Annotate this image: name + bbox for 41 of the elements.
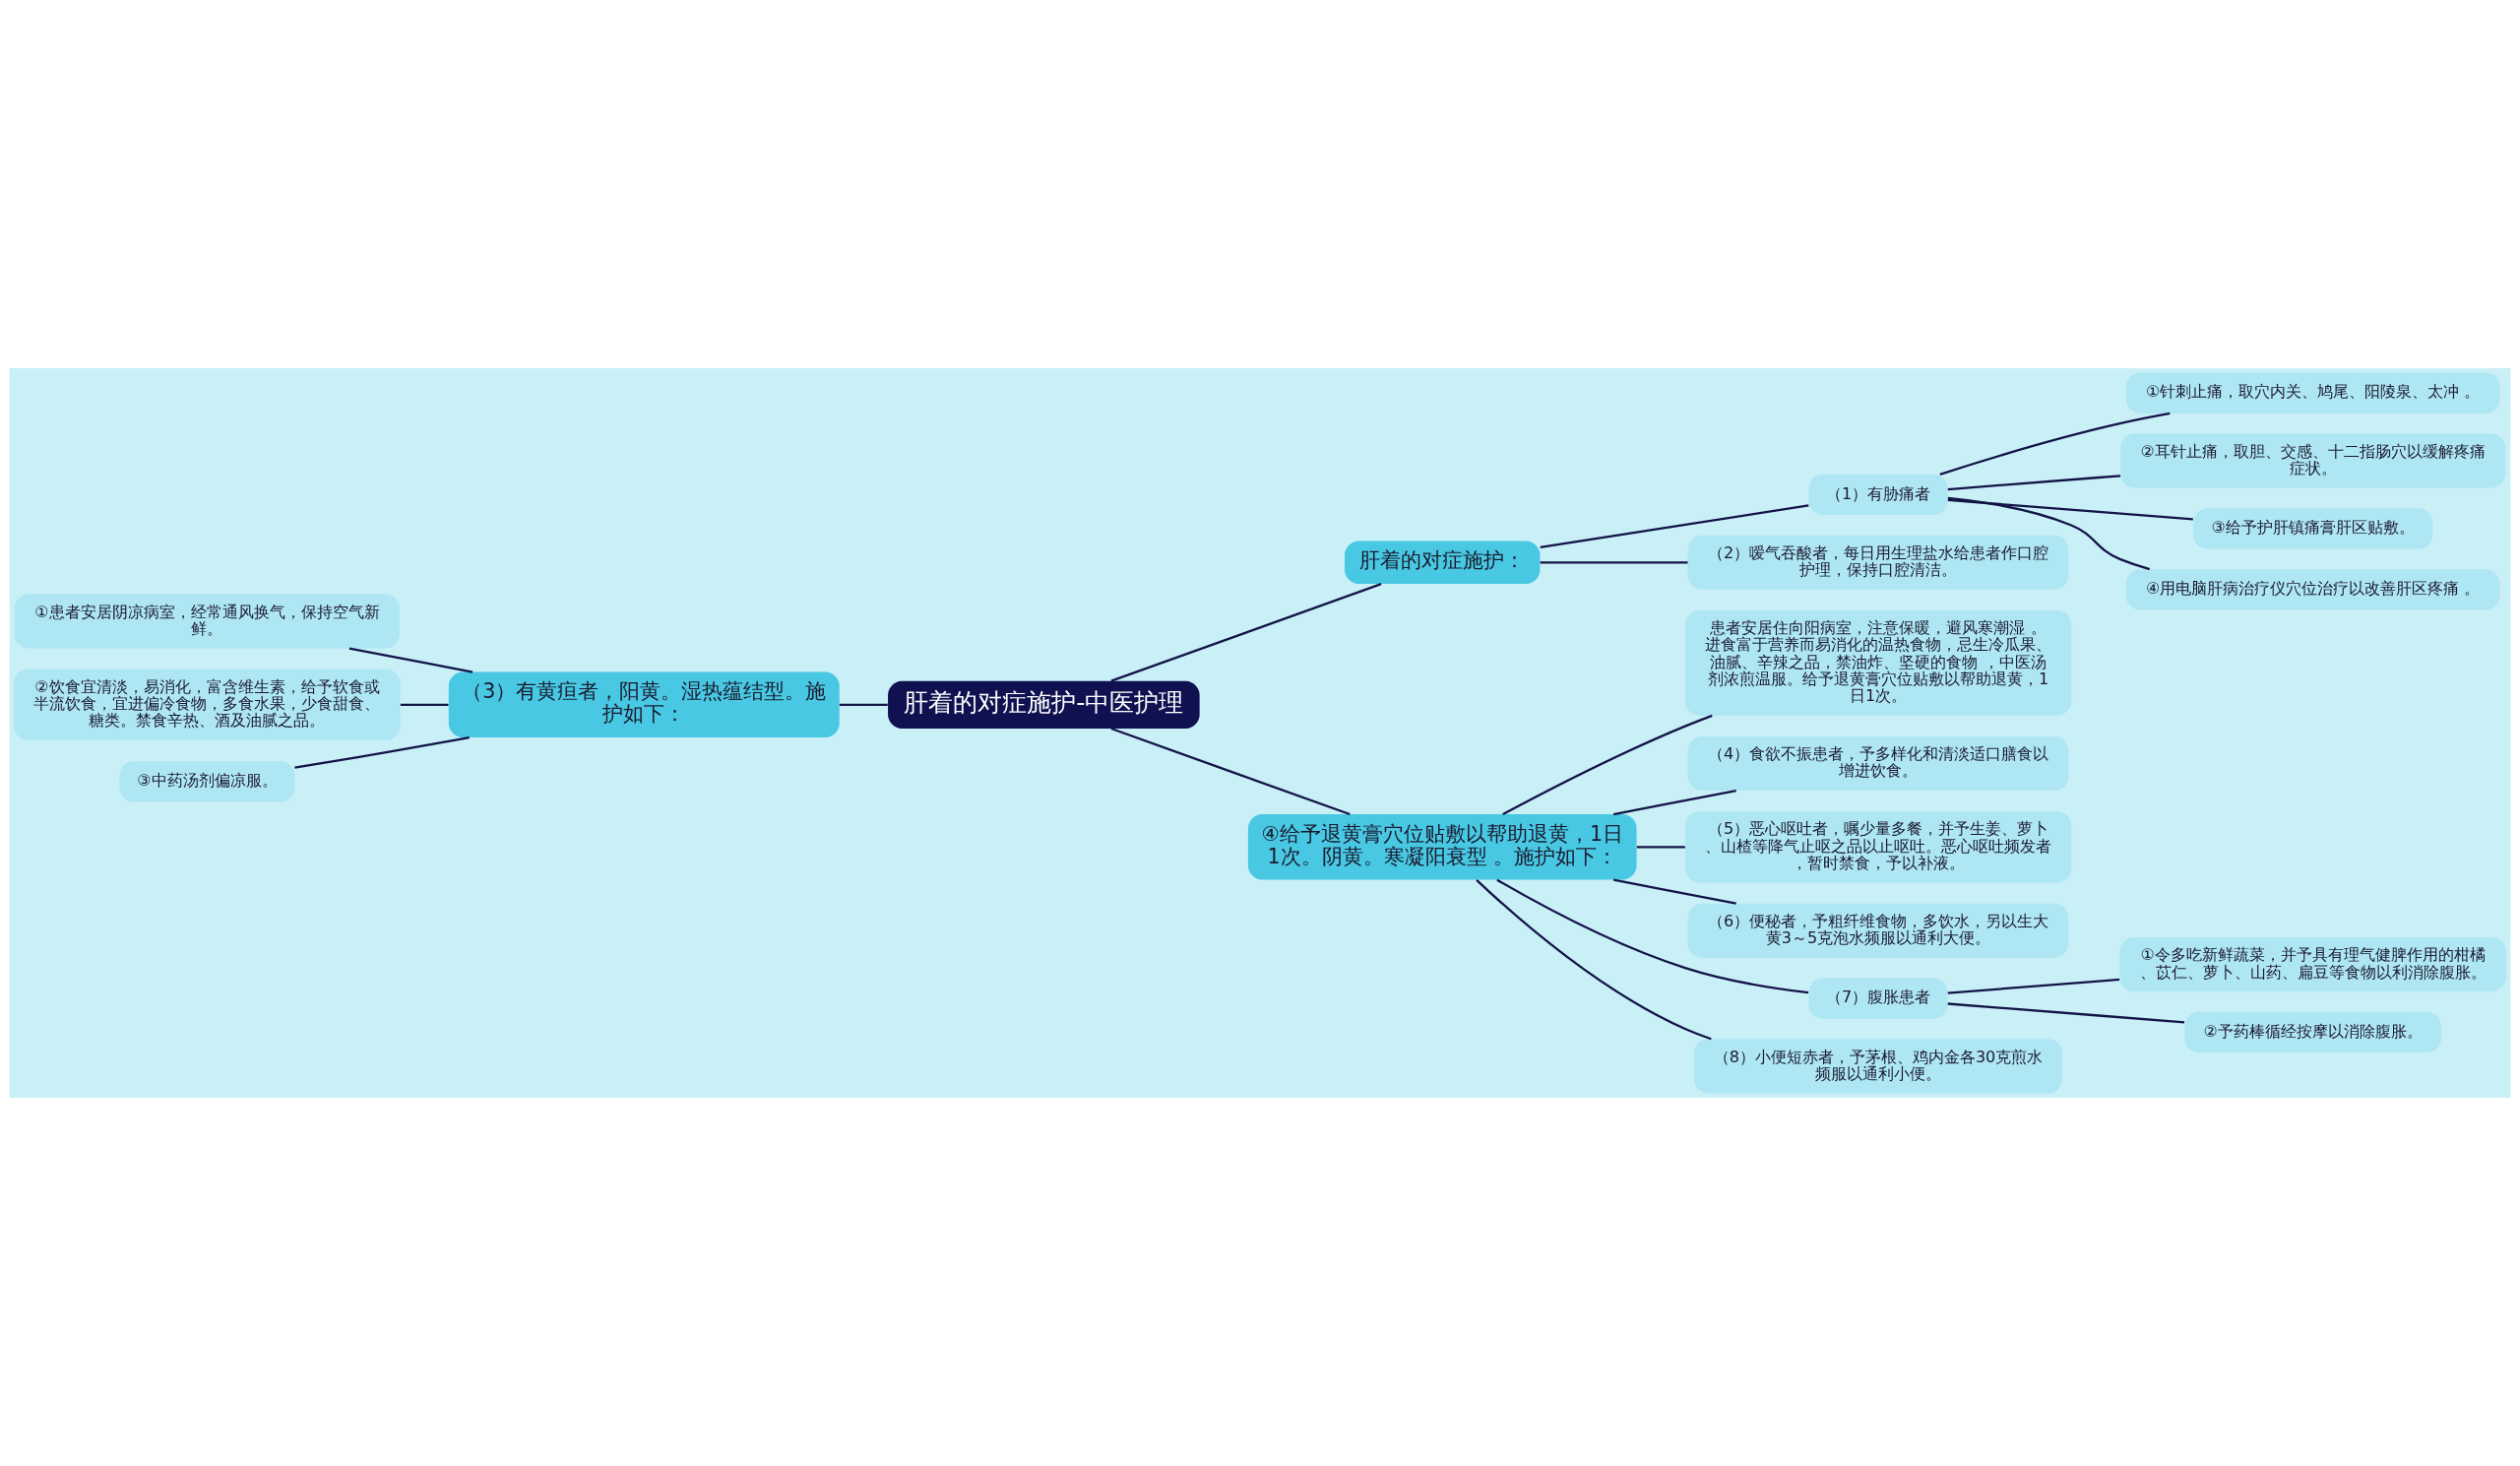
connector — [1939, 412, 2171, 476]
connector — [1110, 583, 1382, 682]
node-box: ①患者安居阴凉病室，经常通风换气，保持空气新鲜。 — [14, 594, 400, 649]
connector — [1947, 978, 2120, 994]
node-box: （2）嗳气吞酸者，每日用生理盐水给患者作口腔护理，保持口腔清洁。 — [1687, 535, 2069, 590]
connector — [1947, 1002, 2185, 1024]
node-box: ④给予退黄膏穴位贴敷以帮助退黄，1日1次。阴黄。寒凝阳衰型 。施护如下： — [1247, 814, 1637, 880]
node-box: （1）有胁痛者 — [1808, 474, 1948, 516]
node-box: ②予药棒循经按摩以消除腹胀。 — [2184, 1011, 2441, 1053]
connector — [1540, 504, 1809, 549]
node-box: ③给予护肝镇痛膏肝区贴敷。 — [2193, 508, 2433, 549]
connector — [1476, 878, 1712, 1041]
node-box: ①针刺止痛，取穴内关、鸠尾、阳陵泉、太冲 。 — [2125, 372, 2500, 414]
node-box: ③中药汤剂偏凉服。 — [119, 761, 295, 802]
node-box: ②耳针止痛，取胆、交感、十二指肠穴以缓解疼痛症状。 — [2120, 433, 2506, 488]
node-box: （3）有黄疸者，阳黄。湿热蕴结型。施护如下： — [448, 671, 840, 738]
node-box: （7）腹胀患者 — [1808, 978, 1948, 1019]
node-box: 患者安居住向阳病室，注意保暖，避风寒潮湿 。进食富于营养而易消化的温热食物，忌生冷瓜果、油腻、辛辣之品，禁油炸、坚硬的食物 ，中医汤剂浓煎温服。给予退黄膏穴位贴敷以帮助退黄，1日1次。 — [1684, 610, 2072, 716]
node-box: ④用电脑肝病治疗仪穴位治疗以改善肝区疼痛 。 — [2125, 569, 2500, 610]
node-box: （4）食欲不振患者，予多样化和清淡适口膳食以增进饮食。 — [1687, 735, 2069, 791]
connector — [1636, 846, 1685, 849]
node-box: 肝着的对症施护： — [1345, 541, 1541, 585]
connector — [348, 647, 473, 673]
node-box: （6）便秘者，予粗纤维食物，多饮水，另以生大黄3～5克泡水频服以通利大便。 — [1687, 903, 2069, 958]
connector — [1613, 878, 1736, 905]
connector — [1110, 727, 1351, 816]
connector — [1613, 789, 1736, 816]
connector — [1947, 498, 2193, 521]
connector — [1947, 475, 2121, 491]
node-box: ①令多吃新鲜蔬菜，并予具有理气健脾作用的柑橘、苡仁、萝卜、山药、扁豆等食物以利消除腹胀。 — [2119, 937, 2506, 992]
connector — [1496, 878, 1809, 994]
node-box: 肝着的对症施护-中医护理 — [888, 680, 1200, 729]
connector — [1947, 496, 2151, 571]
connector — [294, 735, 470, 769]
connector — [400, 703, 449, 706]
node-box: （5）恶心呕吐者，嘱少量多餐，并予生姜、萝卜、山楂等降气止呕之品以止呕吐。恶心呕吐频发者，暂时禁食，予以补液。 — [1684, 811, 2072, 883]
node-box: ②饮食宜清淡，易消化，富含维生素，给予软食或半流饮食，宜进偏冷食物，多食水果，少食甜食、糖类。禁食辛热、酒及油腻之品。 — [14, 669, 401, 740]
connector — [1540, 561, 1688, 564]
connector — [839, 703, 888, 706]
node-box: （8）小便短赤者，予茅根、鸡内金各30克煎水频服以通利小便。 — [1694, 1039, 2062, 1094]
connector — [1502, 714, 1713, 816]
